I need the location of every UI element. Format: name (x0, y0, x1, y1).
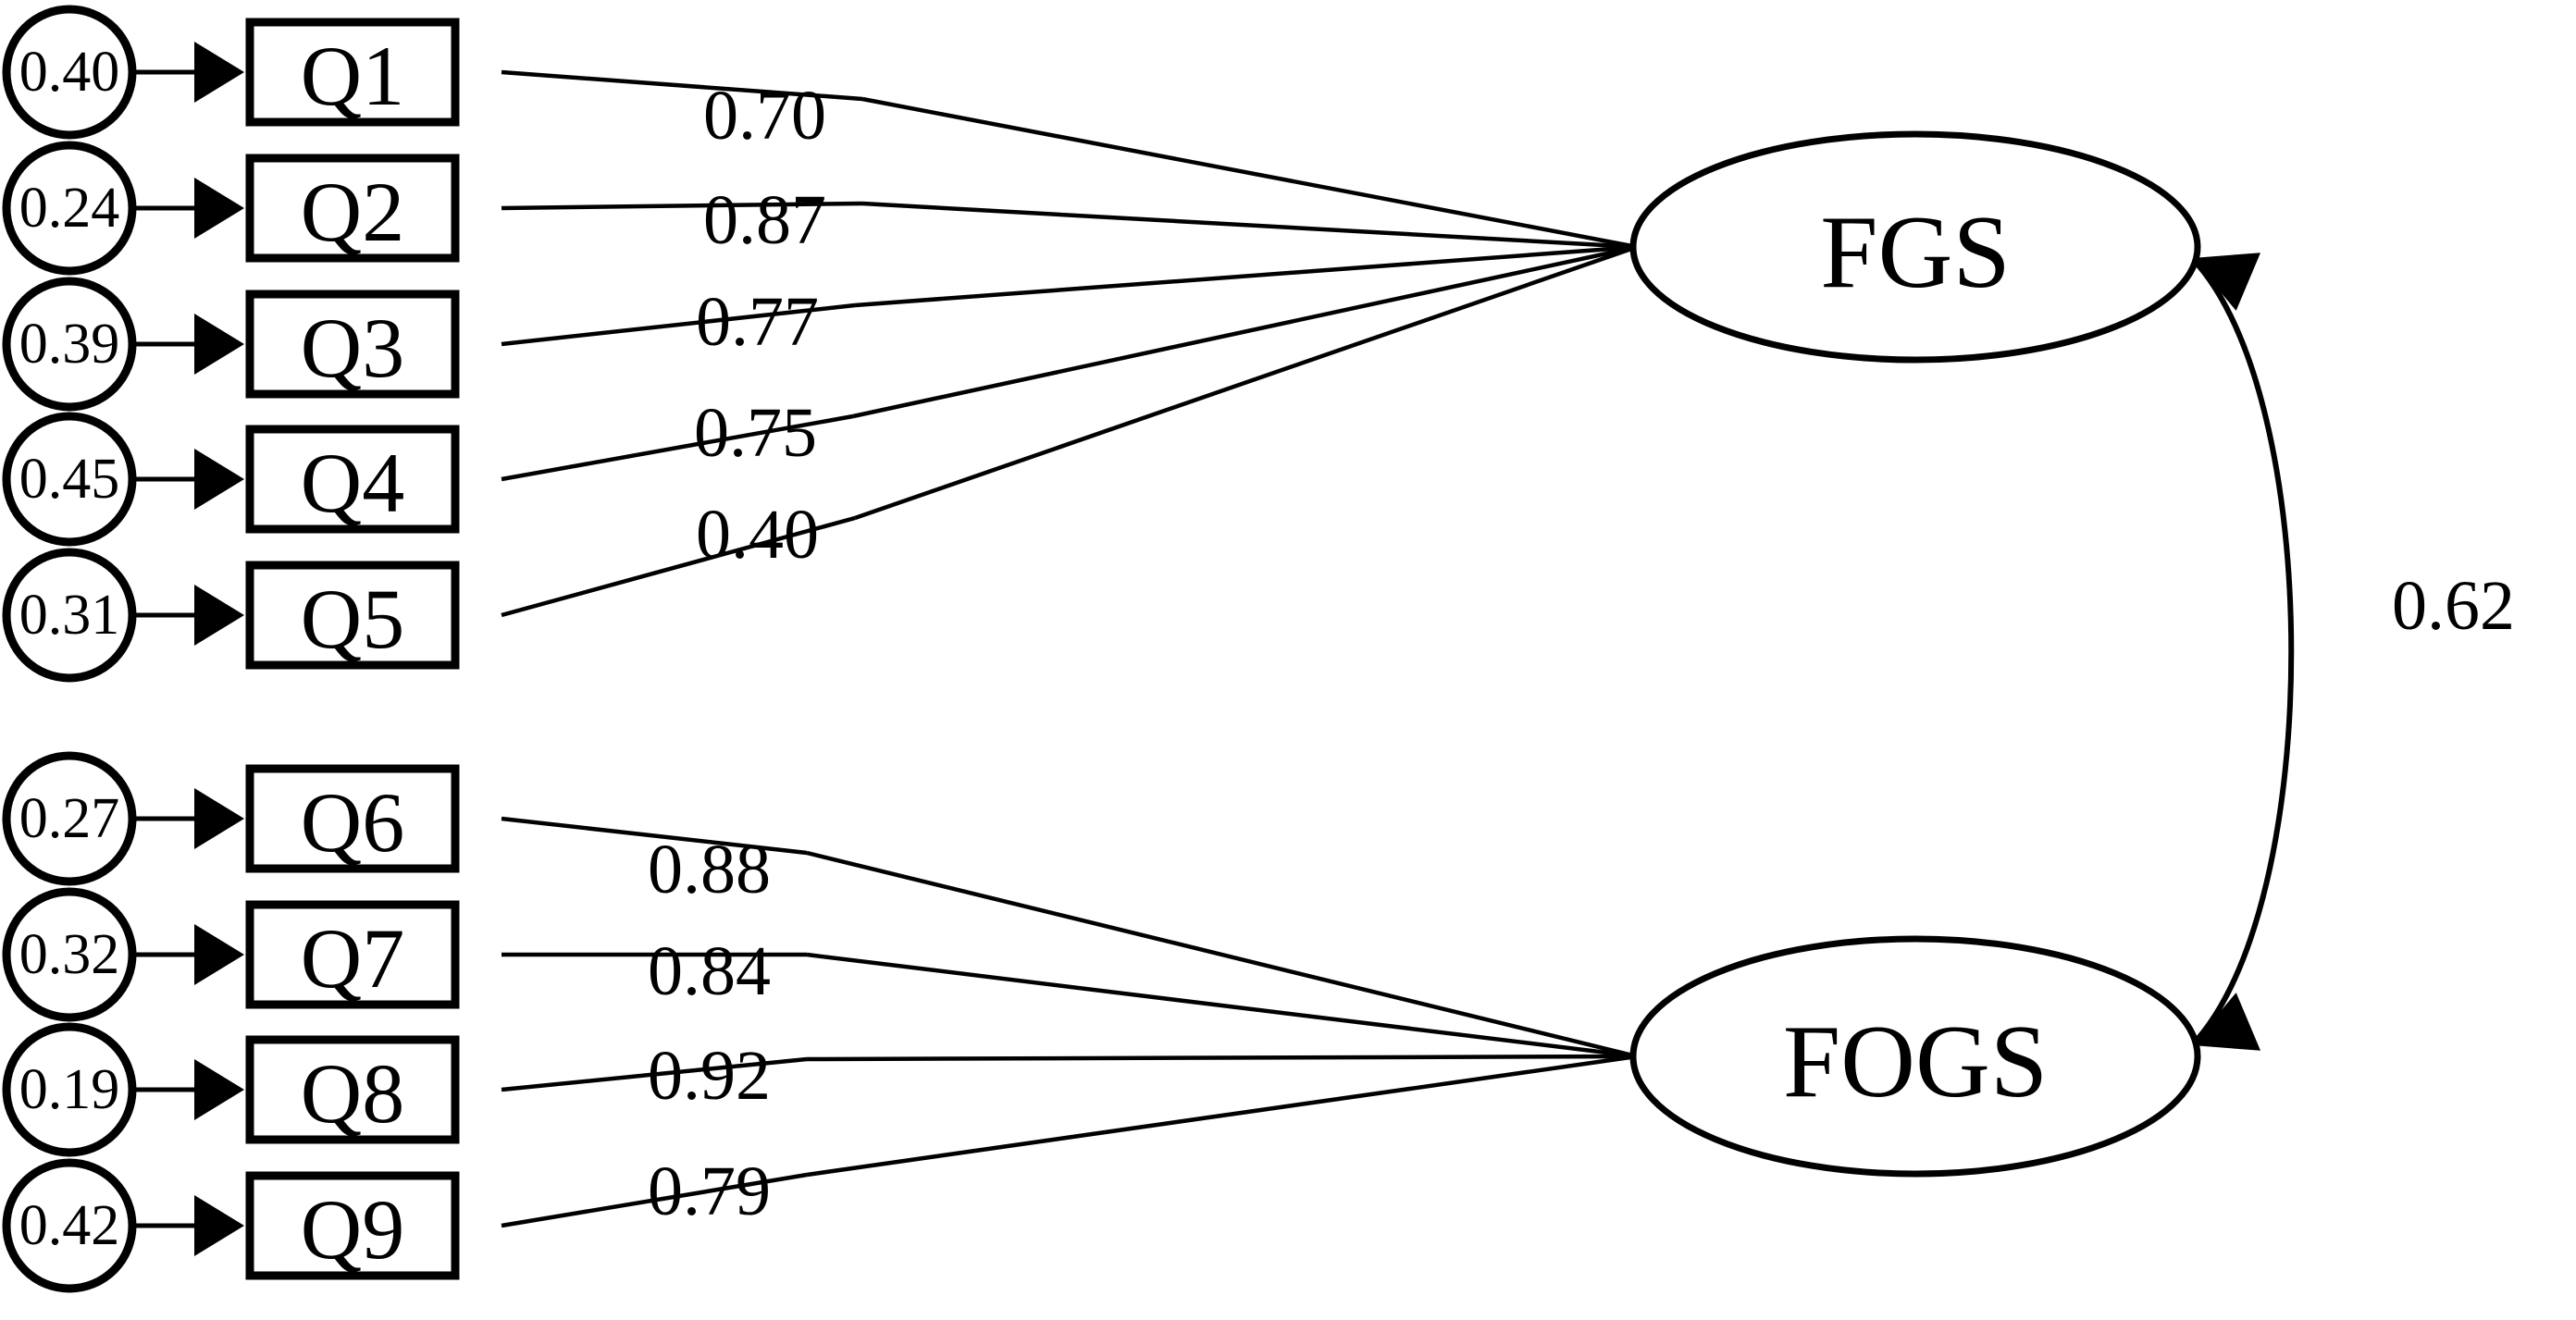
loading-value-q1: 0.70 (703, 77, 826, 154)
error-value-q9: 0.42 (19, 1194, 120, 1257)
label-layer: 0.40 Q1 0.70 0.24 Q2 0.87 0.39 Q3 0.77 0.45 Q4 0.75… (19, 29, 2515, 1277)
error-arrowhead-q7 (194, 924, 244, 985)
error-arrowhead-q2 (194, 178, 244, 239)
indicator-label-q2: Q2 (301, 165, 404, 259)
error-circle-q9 (2, 1158, 137, 1293)
loading-value-q5: 0.40 (696, 496, 819, 574)
error-circle-q7 (2, 887, 137, 1022)
indicator-box-q6 (245, 764, 460, 873)
error-circle-q6 (2, 751, 137, 886)
error-arrowhead-q6 (194, 788, 244, 849)
loading-path-fgs-q5 (854, 244, 1638, 521)
loading-path-fogs-q8 (806, 1054, 1638, 1062)
error-value-q6: 0.27 (19, 787, 120, 850)
error-value-q7: 0.32 (19, 923, 120, 986)
error-value-q5: 0.31 (19, 584, 120, 647)
loading-path-fgs-q4 (852, 244, 1638, 419)
covariance-curve (2189, 255, 2295, 1048)
loading-value-q2: 0.87 (703, 181, 826, 259)
loading-connector-q4 (501, 413, 854, 482)
error-arrowhead-q9 (194, 1195, 244, 1256)
indicator-label-q1: Q1 (301, 29, 404, 123)
loading-value-q7: 0.84 (648, 932, 771, 1010)
indicator-label-q8: Q8 (301, 1046, 404, 1141)
loading-connector-q6 (501, 816, 808, 856)
covariance-value: 0.62 (2392, 567, 2515, 645)
error-arrowhead-q5 (194, 585, 244, 646)
error-circle-q4 (2, 412, 137, 547)
indicator-box-q7 (245, 900, 460, 1009)
error-circle-q2 (2, 141, 137, 276)
loading-value-q6: 0.88 (648, 831, 771, 908)
loading-connector-q9 (501, 1172, 808, 1228)
error-arrowhead-q8 (194, 1059, 244, 1120)
loading-path-fgs-q2 (861, 201, 1638, 250)
loading-value-q3: 0.77 (696, 283, 819, 361)
error-value-q2: 0.24 (19, 177, 120, 240)
indicator-label-q7: Q7 (301, 911, 404, 1005)
loading-connector-q3 (501, 302, 856, 347)
indicator-box-q2 (245, 154, 460, 263)
factor-label-fgs: FGS (1820, 195, 2010, 310)
loading-value-q9: 0.79 (648, 1153, 771, 1230)
loading-value-q4: 0.75 (694, 394, 817, 472)
indicator-box-q4 (245, 425, 460, 534)
loading-path-fgs-q1 (861, 96, 1638, 250)
loading-connector-q1 (501, 69, 863, 102)
error-value-q3: 0.39 (19, 313, 120, 376)
indicator-label-q3: Q3 (301, 301, 404, 395)
error-value-q1: 0.40 (19, 41, 120, 104)
factor-label-fogs: FOGS (1783, 1005, 2048, 1119)
error-circle-q3 (2, 277, 137, 412)
loading-path-fogs-q9 (806, 1054, 1638, 1178)
indicator-label-q6: Q6 (301, 775, 404, 870)
indicator-box-q1 (245, 18, 460, 127)
indicator-label-q4: Q4 (301, 436, 404, 530)
covariance-arrowhead-fgs (2192, 253, 2261, 311)
error-arrowhead-q4 (194, 449, 244, 510)
factor-ellipse-fgs (1629, 130, 2201, 364)
loading-connector-q8 (501, 1056, 808, 1092)
node-layer (2, 5, 2201, 1293)
factor-ellipse-fogs (1629, 935, 2201, 1178)
loading-path-fogs-q7 (806, 952, 1638, 1059)
loading-value-q8: 0.92 (648, 1037, 771, 1115)
error-circle-q5 (2, 548, 137, 683)
loading-connector-q5 (501, 515, 856, 618)
error-value-q4: 0.45 (19, 448, 120, 511)
error-circle-q1 (2, 5, 137, 140)
error-arrowhead-q3 (194, 314, 244, 375)
loading-connector-q2 (501, 201, 863, 211)
error-value-q8: 0.19 (19, 1058, 120, 1121)
error-arrowhead-q1 (194, 42, 244, 103)
indicator-box-q9 (245, 1171, 460, 1280)
covariance-arrowhead-fogs (2192, 993, 2261, 1051)
indicator-box-q3 (245, 290, 460, 399)
indicator-label-q5: Q5 (301, 572, 404, 666)
indicator-box-q8 (245, 1035, 460, 1144)
error-circle-q8 (2, 1022, 137, 1157)
indicator-box-q5 (245, 561, 460, 670)
indicator-label-q9: Q9 (301, 1182, 404, 1277)
loading-path-fogs-q6 (806, 850, 1638, 1059)
loading-path-fgs-q3 (854, 244, 1638, 308)
